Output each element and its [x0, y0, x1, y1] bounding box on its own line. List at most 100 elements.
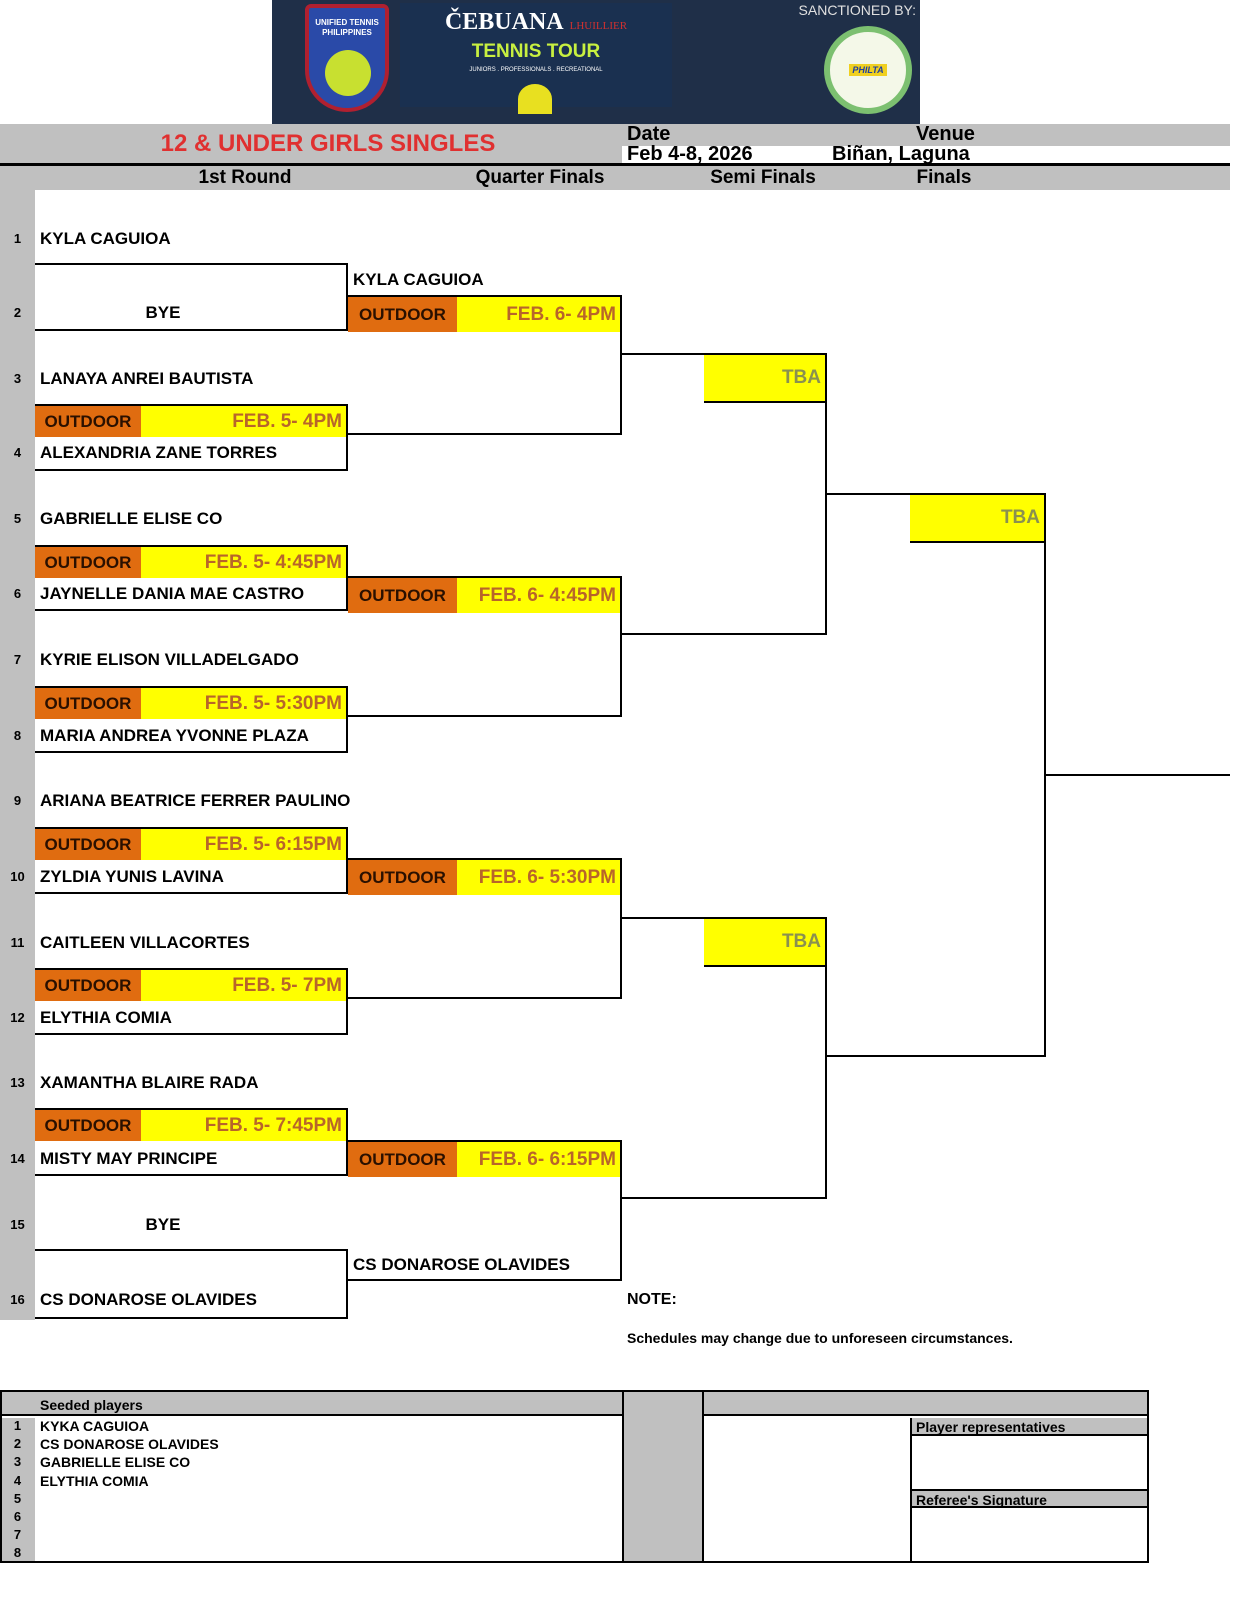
- draw-number: 16: [10, 1292, 25, 1307]
- finalist-tba: TBA: [910, 495, 1044, 543]
- sanctioned-by-label: SANCTIONED BY:: [798, 2, 916, 18]
- note-label: NOTE:: [627, 1291, 677, 1308]
- first-round-match: [35, 1249, 348, 1319]
- draw-number: 1: [13, 231, 22, 246]
- event-venue: Biñan, Laguna: [832, 143, 970, 164]
- court-label: OUTDOOR: [348, 860, 457, 895]
- match-time: FEB. 5- 7:45PM: [141, 1110, 346, 1141]
- tagline: JUNIORS . PROFESSIONALS . RECREATIONAL: [469, 67, 603, 73]
- tour-name: TENNIS TOUR: [471, 41, 601, 62]
- divider: [0, 163, 1230, 166]
- seeded-player: GABRIELLE ELISE CO: [40, 1454, 191, 1471]
- match-time: FEB. 6- 5:30PM: [457, 860, 620, 895]
- seeded-table: [0, 1390, 1149, 1563]
- tennis-ball-icon: [325, 50, 371, 96]
- player-name: XAMANTHA BLAIRE RADA: [40, 1073, 259, 1092]
- player-name: ELYTHIA COMIA: [40, 1008, 172, 1027]
- event-date: Feb 4-8, 2026: [627, 143, 753, 164]
- quarterfinal-match: [348, 576, 622, 717]
- court-label: OUTDOOR: [35, 970, 141, 1001]
- court-label: OUTDOOR: [35, 688, 141, 719]
- cebuana-tour-logo: ČEBUANA LHUILLIER TENNIS TOUR JUNIORS . …: [400, 3, 672, 107]
- seeded-player: ELYTHIA COMIA: [40, 1472, 149, 1489]
- seeded-header: Seeded players: [40, 1397, 143, 1413]
- player-name: CS DONAROSE OLAVIDES: [40, 1290, 257, 1309]
- court-label: OUTDOOR: [348, 297, 457, 332]
- player-name: ARIANA BEATRICE FERRER PAULINO: [40, 791, 351, 810]
- match-time: FEB. 5- 7PM: [141, 970, 346, 1001]
- brand: ČEBUANA LHUILLIER: [400, 9, 672, 36]
- draw-number: 6: [13, 586, 22, 601]
- seed-number: 6: [13, 1509, 22, 1524]
- court-label: OUTDOOR: [348, 1142, 457, 1177]
- match-time: FEB. 5- 6:15PM: [141, 829, 346, 860]
- court-label: OUTDOOR: [35, 406, 141, 437]
- player-representatives-label: Player representatives: [912, 1418, 1147, 1436]
- note-text: Schedules may change due to unforeseen c…: [627, 1330, 1013, 1346]
- venue-label: Venue: [916, 123, 975, 145]
- round-header-qf: Quarter Finals: [475, 167, 605, 188]
- match-time: FEB. 6- 4:45PM: [457, 578, 620, 613]
- date-venue-strip: [622, 146, 1230, 164]
- draw-number: 2: [13, 305, 22, 320]
- first-round-match: [35, 404, 348, 471]
- draw-number: 5: [13, 511, 22, 526]
- draw-number: 14: [10, 1151, 25, 1166]
- round-header-row: [0, 166, 1230, 190]
- first-round-match: [35, 686, 348, 753]
- draw-number-column: [0, 190, 35, 1320]
- draw-number: 8: [13, 728, 22, 743]
- first-round-match: [35, 263, 348, 331]
- first-round-match: [35, 968, 348, 1035]
- player-name: KYRIE ELISON VILLADELGADO: [40, 650, 299, 669]
- player-name: JAYNELLE DANIA MAE CASTRO: [40, 584, 305, 603]
- seed-number: 8: [13, 1545, 22, 1561]
- tennis-ball-icon: [518, 84, 552, 114]
- logo-text: UNIFIED TENNIS PHILIPPINES: [315, 18, 379, 37]
- draw-number: 4: [13, 445, 22, 460]
- player-name: ALEXANDRIA ZANE TORRES: [40, 443, 278, 462]
- brand-name: ČEBUANA: [444, 9, 564, 35]
- round-header-sf: Semi Finals: [710, 167, 816, 188]
- court-label: OUTDOOR: [35, 829, 141, 860]
- qf-player: KYLA CAGUIOA: [353, 270, 484, 289]
- brand-sub: LHUILLIER: [569, 20, 628, 32]
- match-time: FEB. 6- 6:15PM: [457, 1142, 620, 1177]
- draw-number: 13: [10, 1075, 25, 1090]
- draw-number: 10: [10, 869, 25, 884]
- draw-number: 11: [10, 935, 25, 950]
- seeded-player: KYKA CAGUIOA: [40, 1418, 150, 1434]
- player-name: LANAYA ANREI BAUTISTA: [40, 369, 254, 388]
- quarterfinal-match: [348, 1140, 622, 1281]
- match-time: FEB. 6- 4PM: [457, 297, 620, 332]
- semifinal-player-tba: TBA: [704, 919, 825, 967]
- court-label: OUTDOOR: [35, 547, 141, 578]
- first-round-match: [35, 827, 348, 894]
- match-time: FEB. 5- 4:45PM: [141, 547, 346, 578]
- court-label: OUTDOOR: [35, 1110, 141, 1141]
- round-header-1st: 1st Round: [198, 167, 292, 188]
- player-name: KYLA CAGUIOA: [40, 229, 171, 248]
- final-match: [827, 493, 1046, 1057]
- seeded-player: CS DONAROSE OLAVIDES: [40, 1436, 219, 1453]
- referee-signature-label: Referee's Signature: [912, 1489, 1147, 1508]
- match-time: FEB. 5- 5:30PM: [141, 688, 346, 719]
- seeded-header-row: [2, 1392, 1147, 1416]
- draw-number: 15: [10, 1217, 25, 1232]
- semifinal-match: [622, 917, 827, 1199]
- seed-number: 2: [13, 1436, 22, 1452]
- event-title: 12 & UNDER GIRLS SINGLES: [160, 130, 496, 157]
- player-name: CAITLEEN VILLACORTES: [40, 933, 250, 952]
- court-label: OUTDOOR: [348, 578, 457, 613]
- date-label: Date: [627, 123, 671, 145]
- first-round-match: [35, 1108, 348, 1176]
- bye-slot: BYE: [145, 303, 181, 322]
- quarterfinal-match: [348, 295, 622, 435]
- semifinal-match: [622, 353, 827, 635]
- player-name: MISTY MAY PRINCIPE: [40, 1149, 218, 1168]
- player-name: MARIA ANDREA YVONNE PLAZA: [40, 726, 309, 745]
- seed-number: 4: [13, 1472, 22, 1488]
- semifinal-player-tba: TBA: [704, 355, 825, 403]
- player-name: ZYLDIA YUNIS LAVINA: [40, 867, 224, 886]
- unified-tennis-logo: UNIFIED TENNIS PHILIPPINES: [305, 4, 389, 112]
